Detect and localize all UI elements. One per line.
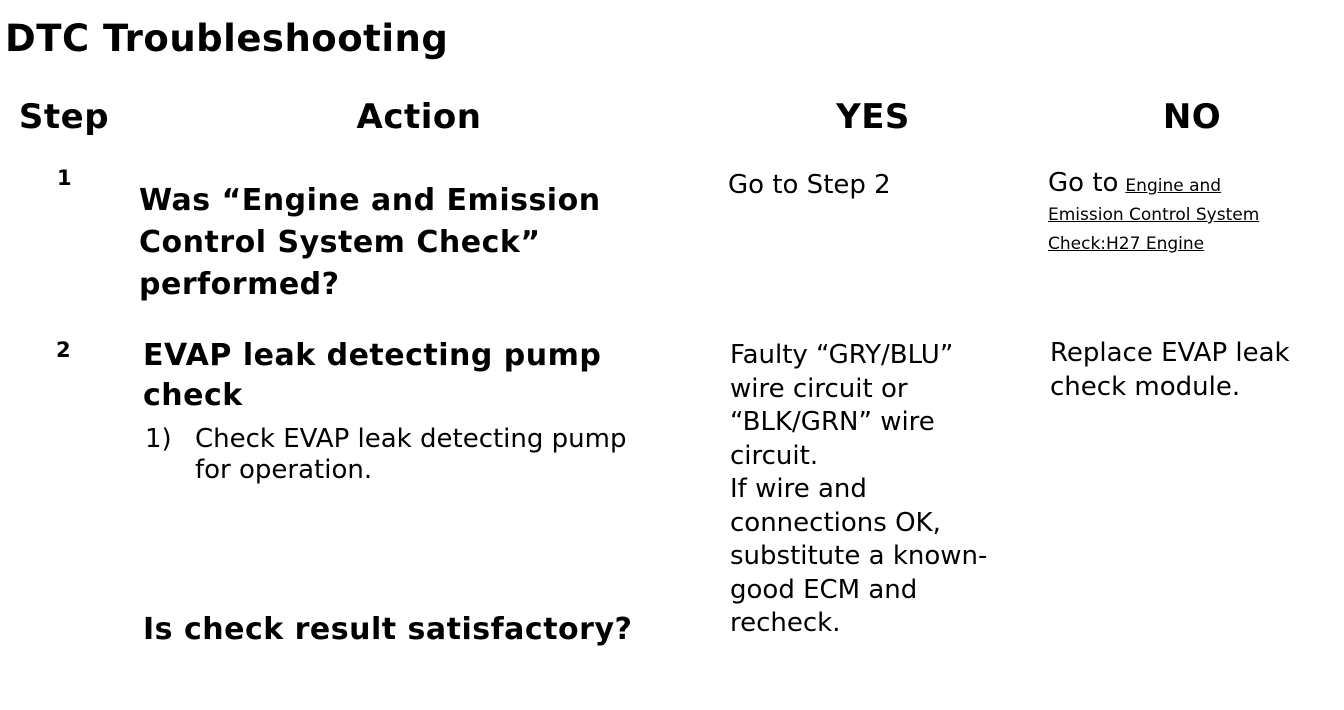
column-header-step: Step	[18, 97, 110, 137]
step-1-action-question: Was “Engine and Emission Control System …	[139, 183, 601, 302]
step-2-yes-instruction: Faulty “GRY/BLU” wire circuit or “BLK/GR…	[730, 340, 988, 638]
step-2-action-question: Is check result satisfactory?	[143, 612, 633, 647]
substep-text: Check EVAP leak detecting pump for opera…	[195, 424, 627, 485]
engine-emission-control-system-check-link[interactable]: Engine and Emission Control System Check…	[1048, 176, 1260, 254]
step-1-yes-instruction: Go to Step 2	[728, 170, 891, 200]
step-1-no-goto-text: Go to	[1048, 168, 1119, 198]
column-header-no: NO	[1162, 97, 1222, 137]
column-header-yes: YES	[836, 97, 910, 137]
page-title: DTC Troubleshooting	[5, 17, 449, 60]
column-header-action: Action	[356, 97, 482, 137]
step-1-number: 1	[57, 166, 72, 190]
step-2-number: 2	[56, 338, 71, 362]
substep-number: 1)	[145, 424, 172, 454]
step-2-substep-item: 1) Check EVAP leak detecting pump for op…	[145, 424, 665, 486]
step-2-action-heading: EVAP leak detecting pump check	[143, 338, 602, 413]
step-2-no-instruction: Replace EVAP leak check module.	[1050, 338, 1290, 402]
